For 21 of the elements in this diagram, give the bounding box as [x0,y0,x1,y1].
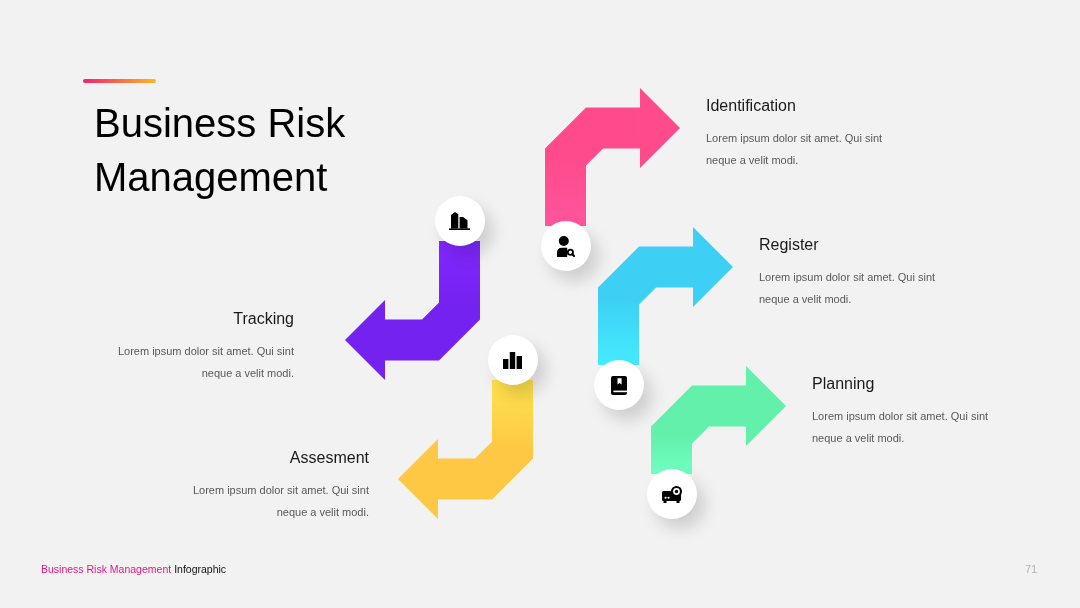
footer-text: Infographic [174,562,227,576]
step-description: Lorem ipsum dolor sit amet. Qui sint neque a velit modi. [191,483,369,520]
step-heading: Identification [706,96,796,116]
footer-text: Business Risk Management [41,562,172,576]
step-heading: Tracking [233,309,294,329]
step-description: Lorem ipsum dolor sit amet. Qui sint neque a velit modi. [706,131,884,168]
step-heading: Assesment [289,448,369,468]
step-description: Lorem ipsum dolor sit amet. Qui sint neque a velit modi. [116,344,294,381]
step-circle [593,360,644,410]
step-circle [646,469,697,519]
ribbon-arrow [345,241,480,380]
step-circle [487,335,538,385]
step-heading: Planning [812,374,875,394]
step-description: Lorem ipsum dolor sit amet. Qui sint neque a velit modi. [759,270,937,307]
page-number: 71 [1025,563,1037,575]
slide-title: Business Risk Management [94,100,347,201]
ribbon-arrow [651,366,786,474]
step-heading: Register [759,235,819,255]
step-circle [434,196,485,246]
step-circle [540,221,591,271]
step-description: Lorem ipsum dolor sit amet. Qui sint neque a velit modi. [812,409,990,446]
